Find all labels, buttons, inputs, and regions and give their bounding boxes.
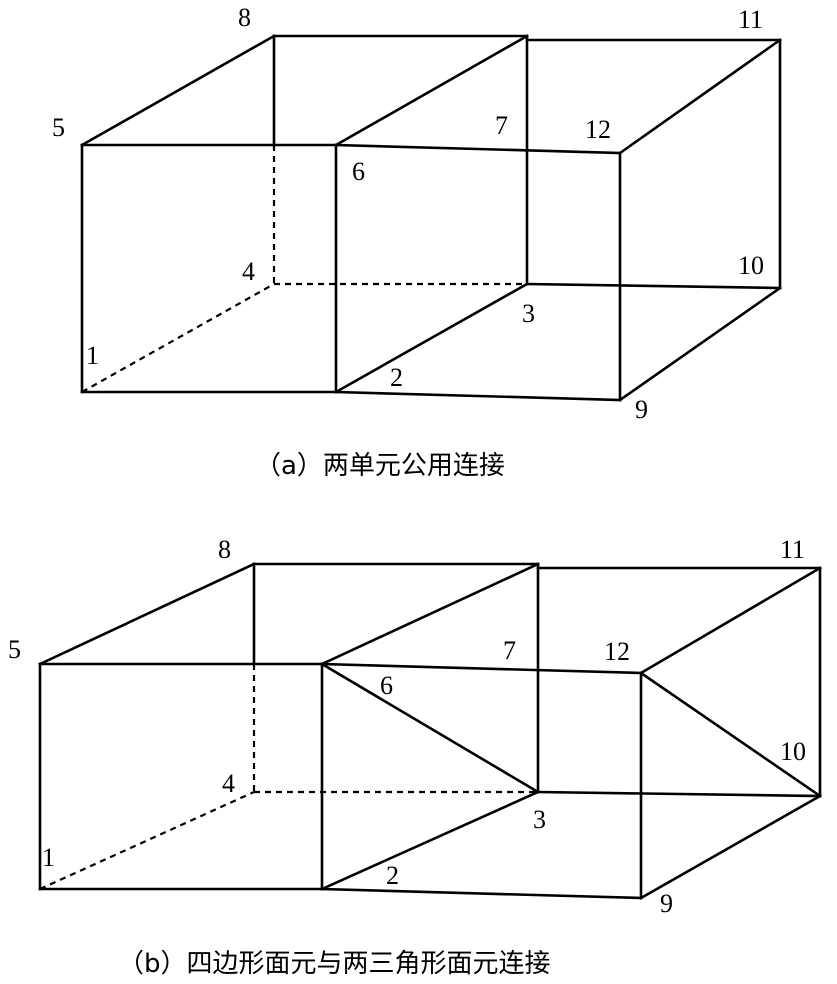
node-label-a-11: 11 [738, 5, 763, 34]
caption-a: （a）两单元公用连接 [255, 451, 505, 481]
node-label-a-2: 2 [390, 363, 403, 392]
edge-b-6-3 [320, 662, 540, 794]
edge-a-3-10 [525, 282, 782, 290]
edge-a-12-11 [618, 38, 782, 155]
node-label-a-3: 3 [522, 299, 535, 328]
node-label-b-7: 7 [503, 636, 516, 665]
node-label-b-1: 1 [42, 843, 55, 872]
figure-a: 1 2 3 4 5 6 7 8 9 10 11 12 （a）两单元公用连接 [52, 3, 782, 481]
edge-b-2-9 [320, 887, 643, 900]
edge-a-5-8 [80, 34, 276, 147]
edge-a-9-10 [618, 286, 782, 402]
edge-b-9-10 [639, 794, 822, 900]
node-label-a-4: 4 [242, 257, 255, 286]
node-label-a-8: 8 [238, 3, 251, 32]
edge-a-1-4-hidden [81, 283, 275, 393]
edge-b-5-8 [38, 562, 256, 666]
node-label-b-2: 2 [386, 861, 399, 890]
node-label-a-5: 5 [52, 113, 65, 142]
edge-b-3-10 [536, 790, 822, 798]
edge-a-6-7 [334, 34, 529, 147]
node-label-b-12: 12 [604, 637, 630, 666]
edge-b-6-7 [320, 562, 540, 666]
node-label-a-9: 9 [635, 395, 648, 424]
node-label-a-6: 6 [352, 157, 365, 186]
edge-b-1-4-hidden [39, 790, 255, 891]
node-label-b-6: 6 [380, 671, 393, 700]
node-label-b-11: 11 [780, 535, 805, 564]
node-label-a-12: 12 [585, 115, 611, 144]
node-label-b-10: 10 [780, 737, 806, 766]
caption-b: （b）四边形面元与两三角形面元连接 [118, 949, 551, 979]
figure-b: 1 2 3 4 5 6 7 8 9 10 11 12 （b）四边形面元与两三角形… [8, 535, 822, 979]
node-label-a-1: 1 [86, 341, 99, 370]
node-label-b-4: 4 [222, 769, 235, 798]
node-label-a-7: 7 [495, 111, 508, 140]
node-label-b-8: 8 [218, 535, 231, 564]
node-label-b-3: 3 [533, 805, 546, 834]
edge-b-12-11 [639, 566, 822, 675]
node-label-b-9: 9 [660, 889, 673, 918]
node-label-a-10: 10 [738, 251, 764, 280]
node-label-b-5: 5 [8, 635, 21, 664]
edge-a-2-3 [334, 282, 529, 394]
edge-a-2-9 [334, 390, 622, 402]
edge-b-2-3 [320, 790, 540, 891]
edge-a-6-12 [334, 143, 622, 155]
edge-b-12-10 [639, 671, 822, 798]
edge-b-6-12 [320, 662, 643, 675]
